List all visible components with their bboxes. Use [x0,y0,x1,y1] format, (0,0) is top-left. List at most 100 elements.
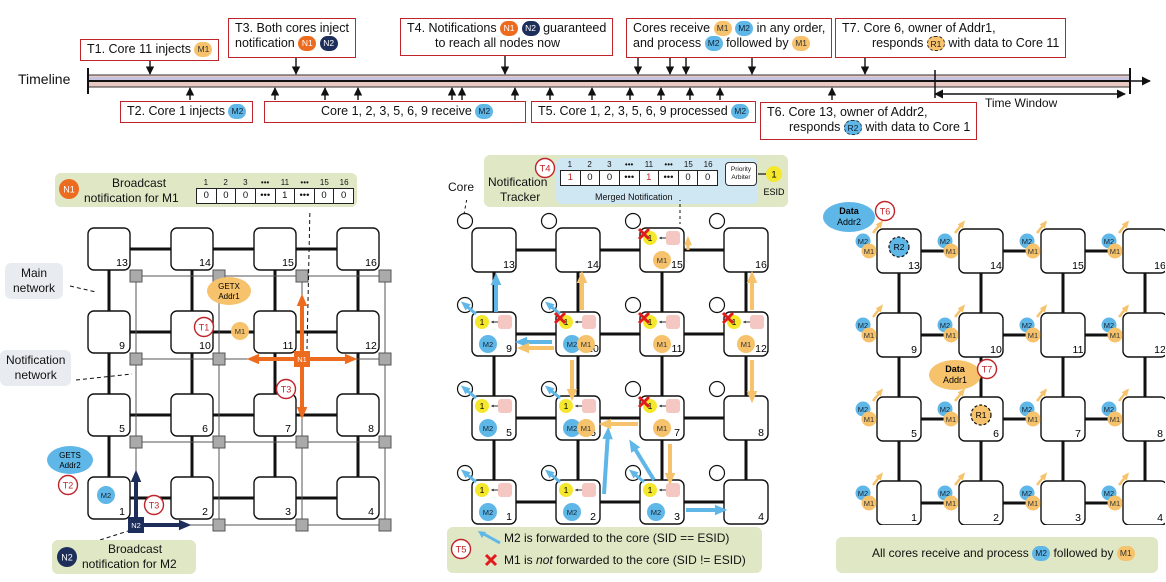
m2-badge-text: M2 [940,405,950,414]
buffer-arrow-head [574,320,578,324]
event-t5-text: T5. Core 1, 2, 3, 5, 6, 9 processed [538,104,728,118]
buffer-arrow-head [490,320,494,324]
node-label: 15 [1072,260,1084,272]
core-icon [708,296,726,314]
m1-badge-text: M1 [657,424,667,433]
core-icon [456,212,474,230]
n1-badge: N1 [500,21,519,37]
sid-badge [559,483,573,497]
n2-router [128,517,144,533]
node-16 [336,227,380,271]
node-label: 14 [990,260,1002,272]
m1-route-head [684,236,692,246]
m1-badge [1107,243,1123,259]
node-label: 13 [908,260,920,272]
step-tag-label: T2 [63,481,74,491]
m1-badge [1025,243,1041,259]
m2-badge-text: M2 [1022,489,1032,498]
node-label: 13 [116,257,128,269]
vector-header: ••• [664,160,673,169]
m1-badge [653,419,671,437]
receive-arrow-head [1039,220,1048,229]
event-cores-receive: Cores receive M1 M2 in any order, and pr… [626,18,833,58]
buffer-slot [498,315,512,329]
n1-arrow-down-head [296,406,308,420]
notification-router [212,435,226,449]
cores-receive-line1-post: in any order, [756,21,826,35]
notification-router [129,352,143,366]
m1-badge-text: M1 [1110,331,1120,340]
sid-value: 1 [480,401,485,411]
m2-route-head [629,439,641,453]
vector-header: 1 [203,178,209,187]
m1-badge [861,495,877,511]
m1-badge-text: M1 [1110,247,1120,256]
step-tag [874,200,896,222]
m2-route-head [514,336,528,348]
m1-badge-text: M1 [741,340,751,349]
sid-badge [475,483,489,497]
m1-route-head [746,270,758,284]
n2-router-label: N2 [131,521,141,530]
vector-header: ••• [624,160,634,169]
n1-title-2: notification for M1 [84,191,179,205]
notification-network-label: Notification network [0,350,72,386]
vector-cell: ••• [254,189,275,203]
m2-forward-arrow-head [544,469,555,479]
node-label: 12 [1154,344,1165,356]
getx-label: GETX [218,282,240,291]
node-label: 12 [755,343,767,355]
event-t3-line1: T3. Both cores inject [235,21,349,35]
vector-cell: 0 [579,171,600,185]
n2-title-2: notification for M2 [82,557,177,571]
buffer-arrow-head [574,488,578,492]
m2-forward-arrow-head [460,469,471,479]
node-label: 6 [993,428,999,440]
cores-receive-line1: Cores receive [633,21,711,35]
m1-badge-text: M1 [657,256,667,265]
notification-network-line1: Notification [6,353,66,367]
buffer-slot [498,399,512,413]
getx-addr: Addr1 [218,292,240,301]
event-t7-line2-post: with data to Core 11 [948,36,1060,50]
node-label: 16 [1154,260,1165,272]
node-label: 15 [671,259,683,271]
m1-badge [1025,495,1041,511]
buffer-arrow-head [490,404,494,408]
m1-badge: M1 [792,36,811,52]
middle-mesh: 1314151M11691M2101M2M1111M1121M151M261M2… [456,200,769,525]
step-tag-label: T1 [199,323,210,333]
svg-text:N1: N1 [63,185,75,195]
m1-badge-text: M1 [864,247,874,256]
m2-badge-text: M2 [1104,321,1114,330]
node-13 [87,227,131,271]
m2-forward-arrow-head [460,301,471,311]
m2-badge-text: M2 [1104,489,1114,498]
tracker-title-2: Tracker [500,190,541,204]
m1-badge [1025,327,1041,343]
n1-router-label: N1 [297,355,307,364]
r1-badge [970,404,992,426]
m1-badge [231,322,249,340]
m2-badge [479,419,497,437]
n1-arrow-up-head [296,293,308,307]
node-16 [723,227,769,273]
notification-router [378,269,392,283]
event-t2-text: T2. Core 1 injects [127,104,225,118]
node-label: 7 [285,423,291,435]
m1-route-head [598,418,612,430]
event-t7-line2: responds [872,36,924,50]
m2-badge-text: M2 [101,491,111,500]
receive-arrow-head [1039,304,1048,313]
n2-arrow-up-head [130,469,142,483]
vector-header: 2 [223,178,228,187]
node-label: 3 [674,511,680,523]
node-8 [336,393,380,437]
n1-badge-large: N1 [59,179,79,199]
vector-header: 15 [683,160,693,169]
m1-badge: M1 [713,21,732,37]
m2-route-head [714,504,728,516]
x-mark-icon [637,227,651,241]
m2-badge: M2 [1032,546,1051,562]
